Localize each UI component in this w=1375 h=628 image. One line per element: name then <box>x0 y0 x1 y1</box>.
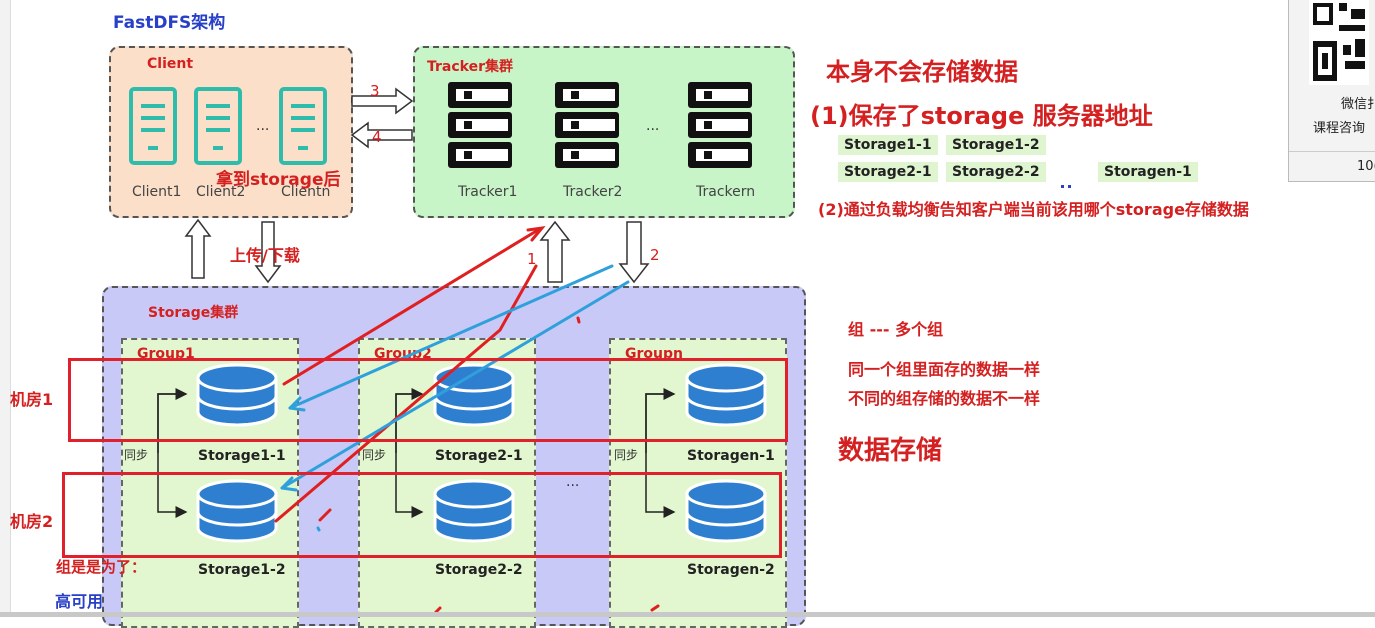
qr-course-label: 课程咨询 <box>1313 121 1366 136</box>
diagram-title: FastDFS架构 <box>113 13 226 33</box>
storagen-2-label: Storagen-2 <box>687 562 775 578</box>
arrow-3-right <box>351 87 414 115</box>
storage1-1-label: Storage1-1 <box>198 448 286 464</box>
room1-highlight <box>68 358 788 442</box>
qr-code-panel: 微信扌 课程咨询 10( <box>1288 0 1375 182</box>
storage-title: Storage集群 <box>148 305 239 321</box>
window-left-edge <box>0 0 11 617</box>
storage1-1-db-icon <box>196 363 278 427</box>
red-line-storage1-2-to-tracker <box>274 264 538 523</box>
qr-wechat-label: 微信扌 <box>1341 97 1375 112</box>
storage2-1-label: Storage2-1 <box>435 448 523 464</box>
blue-line-tracker-to-storage1-2 <box>280 280 630 490</box>
group-note-2: 同一个组里面存的数据一样 <box>848 360 1041 379</box>
arrow-4-label: 4 <box>372 128 382 146</box>
tracker1-label: Tracker1 <box>458 184 518 200</box>
upload-download-label: 上传/下载 <box>230 246 300 265</box>
tracker-note-title: 本身不会存储数据 <box>826 58 1018 86</box>
arrow-1-label: 1 <box>527 250 537 268</box>
data-storage-note: 数据存储 <box>838 436 943 466</box>
storage-tag-1-1: Storage1-1 <box>838 135 938 155</box>
tracker2-icon <box>555 82 619 168</box>
client1-label: Client1 <box>132 184 182 200</box>
group2-sync-label: 同步 <box>362 448 387 462</box>
arrow-2-label: 2 <box>650 246 660 264</box>
storagen-1-db-icon <box>685 363 767 427</box>
storage-tag-n-1: Storagen-1 <box>1098 162 1198 182</box>
storagen-1-label: Storagen-1 <box>687 448 775 464</box>
arrow-tracker-down <box>618 221 650 284</box>
storage-tag-1-2: Storage1-2 <box>946 135 1046 155</box>
trackern-label: Trackern <box>696 184 756 200</box>
group-purpose-label: 组是是为了： <box>56 558 147 576</box>
blue-line-tracker-to-storage1-1 <box>288 264 614 410</box>
arrow-tracker-up <box>539 220 571 283</box>
storage2-2-label: Storage2-2 <box>435 562 523 578</box>
tracker-ellipsis: ... <box>646 118 660 134</box>
client2-label: Client2 <box>196 184 246 200</box>
qr-divider <box>1289 151 1375 152</box>
zoom-level[interactable]: 10( <box>1357 159 1375 174</box>
storage-tag-2-1: Storage2-1 <box>838 162 938 182</box>
arrow-download-down <box>254 221 282 284</box>
group-note-1: 组 --- 多个组 <box>848 320 944 339</box>
group-note-3: 不同的组存储的数据不一样 <box>848 389 1041 408</box>
arrow-upload-up <box>184 218 212 279</box>
group1-sync-label: 同步 <box>124 448 149 462</box>
tracker-server-icons <box>448 82 752 168</box>
tracker-note-point1: (1)保存了storage 服务器地址 <box>810 102 1153 130</box>
arrow-4-left <box>350 121 413 149</box>
groupn-sync-label: 同步 <box>614 448 639 462</box>
client2-icon <box>194 87 242 165</box>
storage2-2-db-icon <box>433 479 515 543</box>
client-ellipsis: ... <box>256 118 270 134</box>
storage1-2-db-icon <box>196 479 278 543</box>
clientn-icon <box>279 87 327 165</box>
tracker2-label: Tracker2 <box>563 184 623 200</box>
high-availability-label: 高可用 <box>55 592 104 611</box>
clientn-label: Clientn <box>281 184 331 200</box>
storage1-2-label: Storage1-2 <box>198 562 286 578</box>
tracker-note-point2: (2)通过负载均衡告知客户端当前该用哪个storage存储数据 <box>818 200 1249 219</box>
storage-tag-2-2: Storage2-2 <box>946 162 1046 182</box>
storage-ellipsis: ... <box>566 474 580 490</box>
room2-label: 机房2 <box>10 512 54 531</box>
room1-label: 机房1 <box>10 390 54 409</box>
storagen-2-db-icon <box>685 479 767 543</box>
qr-code-icon <box>1309 0 1369 85</box>
client-server-icons <box>129 87 327 165</box>
client-title: Client <box>147 56 194 72</box>
sync-up-arrows <box>157 388 676 453</box>
tracker-title: Tracker集群 <box>427 59 513 75</box>
window-bottom-edge <box>0 612 1375 617</box>
room2-highlight <box>62 472 782 558</box>
client1-icon <box>129 87 177 165</box>
arrow-3-label: 3 <box>370 82 380 100</box>
client-annotation: 拿到storage后 <box>216 170 341 190</box>
